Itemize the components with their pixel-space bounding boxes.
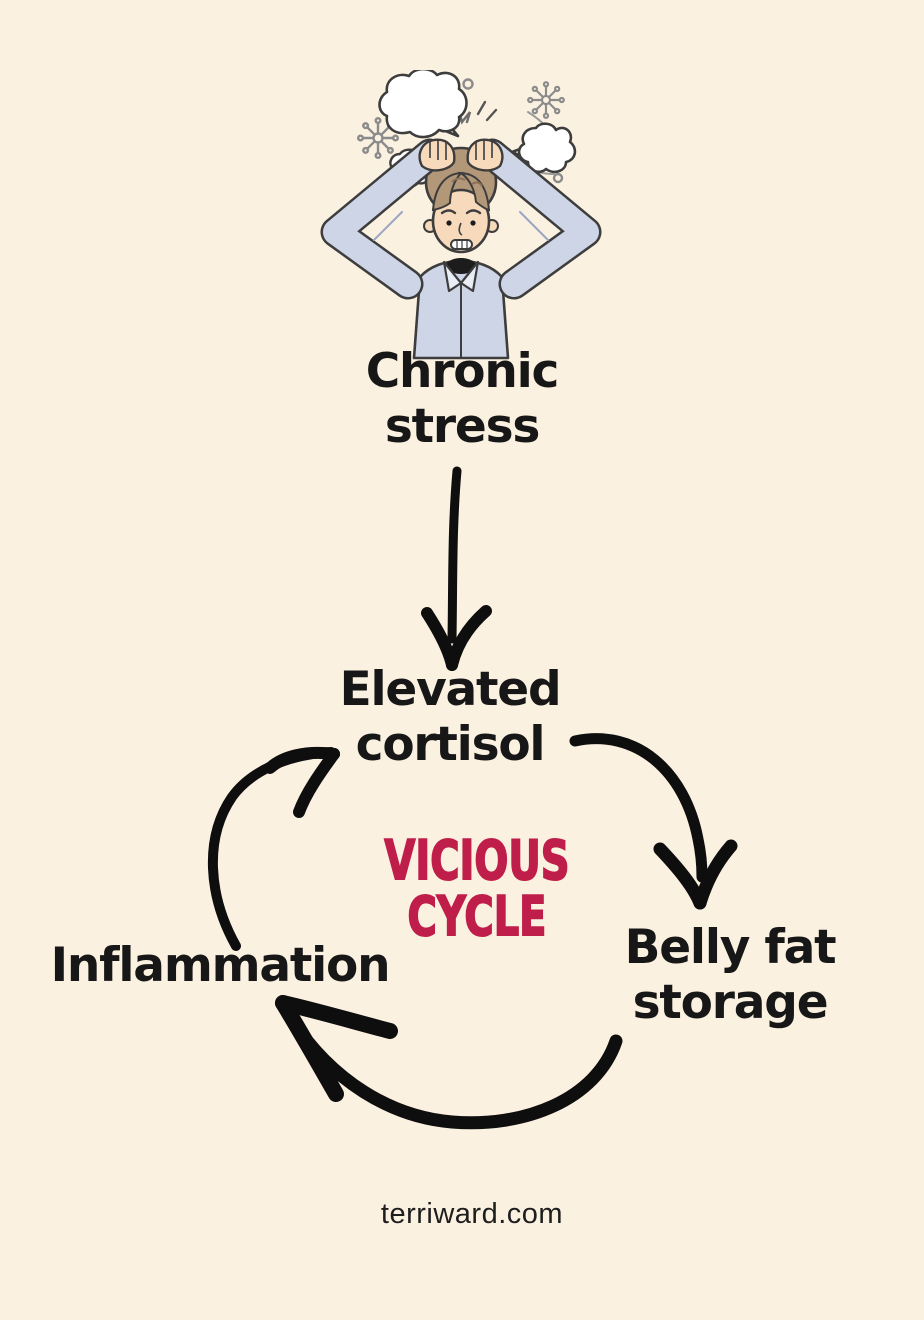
node-chronic-stress: Chronic stress [0,344,924,454]
node-elevated-cortisol-line1: Elevated [339,662,562,717]
footer-website: terriward.com [380,1198,564,1230]
man-arms [320,138,602,300]
steam-cloud-icon [510,122,577,174]
node-chronic-stress-line2: stress [384,398,540,454]
man-body [412,258,510,360]
arrow-chronic-stress-to-elevated-cortisol [421,466,492,671]
man-hands [418,138,504,172]
vicious-cycle-line2: CYCLE [407,885,547,949]
stressed-man-illustration [320,70,602,360]
node-elevated-cortisol: Elevated cortisol [0,662,912,772]
node-inflammation: Inflammation [20,938,420,993]
vicious-cycle-label: VICIOUS CYCLE [135,829,819,949]
node-belly-fat-line1: Belly fat [624,920,837,975]
node-inflammation-line1: Inflammation [50,938,391,993]
node-belly-fat-line2: storage [632,974,829,1030]
gear-icon [527,81,565,119]
vicious-cycle-line1: VICIOUS [384,829,571,892]
steam-cloud-icon [378,70,468,139]
node-elevated-cortisol-line2: cortisol [355,716,546,772]
node-chronic-stress-line1: Chronic [365,344,560,399]
node-belly-fat-storage: Belly fat storage [540,920,920,1030]
